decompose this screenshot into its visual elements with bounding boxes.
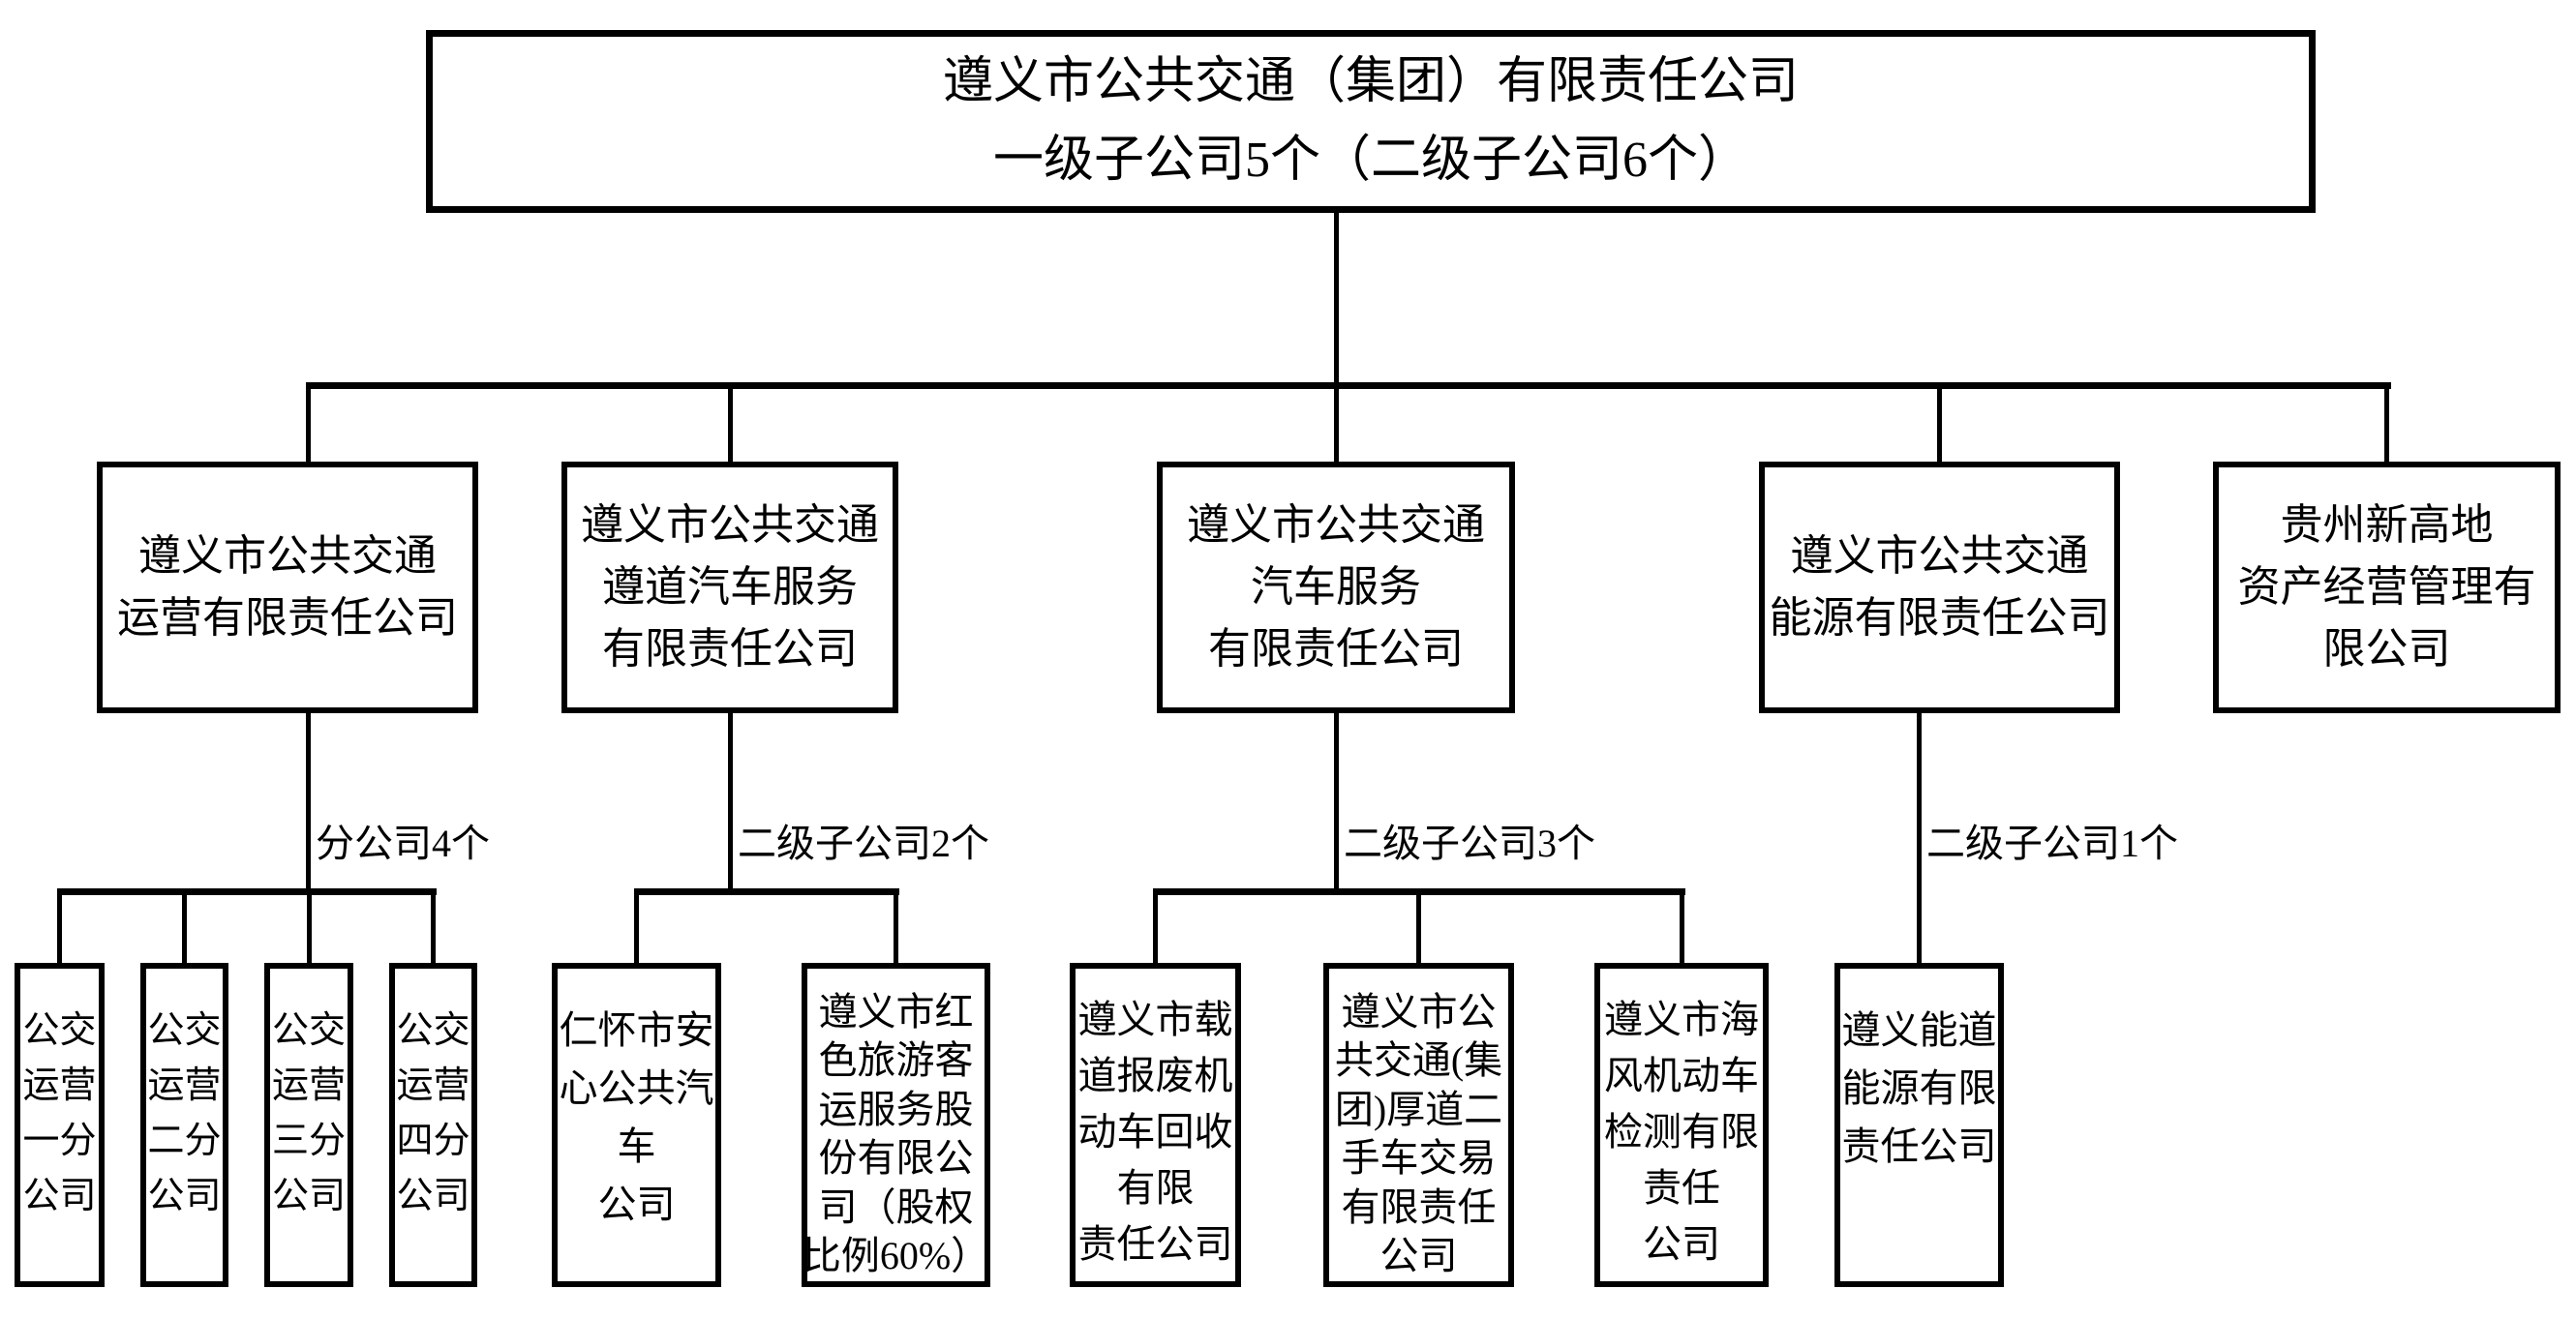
connector-drop-branch-4 (1937, 382, 1942, 467)
leaf-box-renhuai-anxin: 仁怀市安 心公共汽 车 公司 (552, 963, 721, 1287)
leaf-box-bus-branch-2: 公交 运营 二分 公司 (140, 963, 228, 1287)
connector-drop-branch-1 (306, 382, 311, 467)
connector-level1-bus (306, 382, 2391, 389)
connector-drop-leaf (431, 888, 436, 969)
leaf-box-bus-branch-3: 公交 运营 三分 公司 (264, 963, 353, 1287)
branch-4-count-label: 二级子公司1个 (1926, 822, 2178, 865)
connector-bus-branch-1 (57, 888, 437, 895)
branch-name: 贵州新高地 资产经营管理有 限公司 (2237, 501, 2536, 673)
leaf-name: 遵义市红 色旅游客 运服务股 份有限公 司（股权 比例60%） (802, 990, 990, 1277)
branch-3-count-label: 二级子公司3个 (1344, 822, 1595, 865)
branch-box-zundao-auto-service: 遵义市公共交通 遵道汽车服务 有限责任公司 (561, 462, 898, 713)
branch-name: 遵义市公共交通 能源有限责任公司 (1769, 532, 2110, 642)
connector-drop-branch-5 (2384, 382, 2389, 467)
leaf-box-bus-branch-4: 公交 运营 四分 公司 (389, 963, 477, 1287)
branch-box-energy: 遵义市公共交通 能源有限责任公司 (1759, 462, 2120, 713)
branch-box-auto-service: 遵义市公共交通 汽车服务 有限责任公司 (1157, 462, 1515, 713)
leaf-box-red-tourism: 遵义市红 色旅游客 运服务股 份有限公 司（股权 比例60%） (802, 963, 990, 1287)
connector-drop-leaf (57, 888, 62, 969)
connector-drop-leaf (1680, 888, 1684, 969)
connector-drop-leaf (1416, 888, 1421, 969)
branch-name: 遵义市公共交通 遵道汽车服务 有限责任公司 (581, 501, 879, 673)
branch-name: 遵义市公共交通 汽车服务 有限责任公司 (1187, 501, 1485, 673)
connector-root-trunk (1334, 213, 1339, 389)
leaf-box-houdao-used-car: 遵义市公 共交通(集 团)厚道二 手车交易 有限责任 公司 (1323, 963, 1514, 1287)
leaf-name: 公交 运营 一分 公司 (22, 1010, 97, 1216)
branch-name: 遵义市公共交通 运营有限责任公司 (117, 532, 458, 642)
connector-stem-branch-4 (1917, 707, 1922, 969)
connector-drop-branch-2 (728, 382, 733, 467)
connector-drop-leaf (1153, 888, 1158, 969)
leaf-box-scrap-vehicle-recycling: 遵义市载 道报废机 动车回收 有限 责任公司 (1070, 963, 1241, 1287)
root-company-name: 遵义市公共交通（集团）有限责任公司一级子公司5个（二级子公司6个） (942, 53, 1799, 188)
leaf-name: 遵义市载 道报废机 动车回收 有限 责任公司 (1077, 998, 1233, 1266)
connector-drop-branch-3 (1334, 382, 1339, 467)
connector-drop-leaf (182, 888, 187, 969)
leaf-box-bus-branch-1: 公交 运营 一分 公司 (15, 963, 105, 1287)
connector-stem-branch-2 (728, 707, 733, 894)
leaf-name: 遵义市海 风机动车 检测有限 责任 公司 (1604, 998, 1759, 1266)
leaf-name: 遵义能道 能源有限 责任公司 (1841, 1008, 1997, 1168)
root-company-box: 遵义市公共交通（集团）有限责任公司一级子公司5个（二级子公司6个） (426, 30, 2316, 213)
branch-1-count-label: 分公司4个 (316, 822, 490, 865)
leaf-box-nengdao-energy: 遵义能道 能源有限 责任公司 (1834, 963, 2004, 1287)
branch-box-xingaodi-assets: 贵州新高地 资产经营管理有 限公司 (2213, 462, 2561, 713)
leaf-name: 遵义市公 共交通(集 团)厚道二 手车交易 有限责任 公司 (1334, 990, 1503, 1277)
leaf-name: 公交 运营 四分 公司 (396, 1010, 470, 1216)
connector-drop-leaf (307, 888, 312, 969)
connector-stem-branch-3 (1334, 707, 1339, 894)
connector-drop-leaf (634, 888, 639, 969)
branch-box-operations: 遵义市公共交通 运营有限责任公司 (97, 462, 478, 713)
leaf-name: 仁怀市安 心公共汽 车 公司 (559, 1008, 714, 1226)
connector-bus-branch-2 (634, 888, 899, 895)
branch-2-count-label: 二级子公司2个 (738, 822, 989, 865)
connector-drop-leaf (894, 888, 898, 969)
leaf-name: 公交 运营 三分 公司 (271, 1010, 346, 1216)
leaf-name: 公交 运营 二分 公司 (147, 1010, 222, 1216)
connector-stem-branch-1 (306, 707, 311, 894)
leaf-box-haifeng-vehicle-inspection: 遵义市海 风机动车 检测有限 责任 公司 (1594, 963, 1769, 1287)
